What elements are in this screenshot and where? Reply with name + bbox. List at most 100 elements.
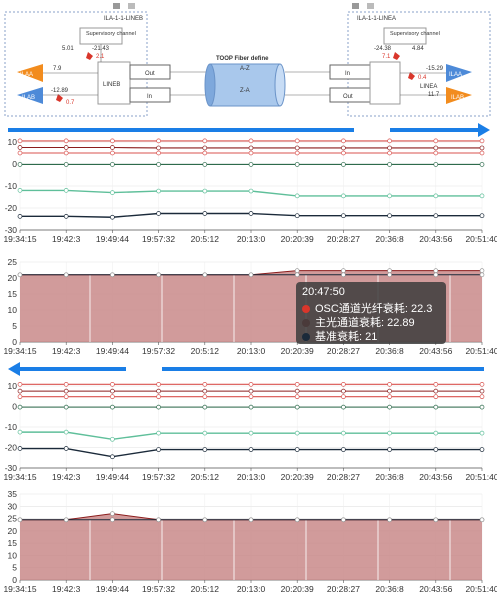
data-point[interactable]	[480, 518, 484, 522]
data-point[interactable]	[157, 139, 161, 143]
data-point[interactable]	[434, 395, 438, 399]
data-point[interactable]	[434, 431, 438, 435]
data-point[interactable]	[18, 430, 22, 434]
data-point[interactable]	[388, 273, 392, 277]
data-point[interactable]	[295, 273, 299, 277]
data-point[interactable]	[480, 431, 484, 435]
data-point[interactable]	[434, 273, 438, 277]
data-point[interactable]	[388, 194, 392, 198]
data-point[interactable]	[203, 162, 207, 166]
data-point[interactable]	[157, 189, 161, 193]
data-point[interactable]	[157, 395, 161, 399]
data-point[interactable]	[64, 389, 68, 393]
data-point[interactable]	[434, 139, 438, 143]
data-point[interactable]	[249, 139, 253, 143]
data-point[interactable]	[480, 194, 484, 198]
data-point[interactable]	[249, 151, 253, 155]
data-point[interactable]	[480, 162, 484, 166]
data-point[interactable]	[157, 405, 161, 409]
data-point[interactable]	[295, 405, 299, 409]
data-point[interactable]	[18, 405, 22, 409]
data-point[interactable]	[388, 431, 392, 435]
data-point[interactable]	[64, 151, 68, 155]
data-point[interactable]	[64, 146, 68, 150]
data-point[interactable]	[64, 214, 68, 218]
data-point[interactable]	[341, 139, 345, 143]
data-point[interactable]	[203, 389, 207, 393]
data-point[interactable]	[157, 146, 161, 150]
data-point[interactable]	[64, 430, 68, 434]
data-point[interactable]	[434, 214, 438, 218]
data-point[interactable]	[434, 382, 438, 386]
data-point[interactable]	[203, 146, 207, 150]
window-icon[interactable]	[128, 3, 135, 9]
data-point[interactable]	[480, 273, 484, 277]
data-point[interactable]	[18, 139, 22, 143]
data-point[interactable]	[341, 382, 345, 386]
data-point[interactable]	[480, 269, 484, 273]
data-point[interactable]	[110, 191, 114, 195]
data-point[interactable]	[203, 382, 207, 386]
data-point[interactable]	[64, 188, 68, 192]
data-point[interactable]	[64, 382, 68, 386]
data-point[interactable]	[203, 189, 207, 193]
data-point[interactable]	[434, 269, 438, 273]
data-point[interactable]	[249, 146, 253, 150]
data-point[interactable]	[295, 194, 299, 198]
data-point[interactable]	[18, 395, 22, 399]
data-point[interactable]	[295, 518, 299, 522]
data-point[interactable]	[341, 405, 345, 409]
data-point[interactable]	[249, 405, 253, 409]
data-point[interactable]	[18, 273, 22, 277]
data-point[interactable]	[203, 151, 207, 155]
data-point[interactable]	[388, 448, 392, 452]
data-point[interactable]	[18, 382, 22, 386]
data-point[interactable]	[64, 273, 68, 277]
data-point[interactable]	[388, 269, 392, 273]
data-point[interactable]	[249, 389, 253, 393]
data-point[interactable]	[203, 518, 207, 522]
data-point[interactable]	[249, 273, 253, 277]
data-point[interactable]	[18, 518, 22, 522]
data-point[interactable]	[110, 455, 114, 459]
data-point[interactable]	[434, 146, 438, 150]
data-point[interactable]	[480, 389, 484, 393]
data-point[interactable]	[18, 214, 22, 218]
data-point[interactable]	[64, 447, 68, 451]
data-point[interactable]	[341, 431, 345, 435]
data-point[interactable]	[341, 146, 345, 150]
data-point[interactable]	[434, 151, 438, 155]
data-point[interactable]	[388, 146, 392, 150]
data-point[interactable]	[110, 518, 114, 522]
data-point[interactable]	[18, 389, 22, 393]
data-point[interactable]	[434, 389, 438, 393]
data-point[interactable]	[480, 382, 484, 386]
data-point[interactable]	[110, 512, 114, 516]
data-point[interactable]	[480, 139, 484, 143]
data-point[interactable]	[110, 382, 114, 386]
data-point[interactable]	[480, 448, 484, 452]
data-point[interactable]	[18, 188, 22, 192]
data-point[interactable]	[110, 162, 114, 166]
data-point[interactable]	[341, 194, 345, 198]
data-point[interactable]	[110, 389, 114, 393]
data-point[interactable]	[203, 431, 207, 435]
data-point[interactable]	[388, 162, 392, 166]
data-point[interactable]	[388, 139, 392, 143]
data-point[interactable]	[295, 431, 299, 435]
data-point[interactable]	[203, 212, 207, 216]
data-point[interactable]	[249, 382, 253, 386]
data-point[interactable]	[64, 518, 68, 522]
data-point[interactable]	[157, 448, 161, 452]
data-point[interactable]	[157, 151, 161, 155]
data-point[interactable]	[203, 395, 207, 399]
data-point[interactable]	[203, 405, 207, 409]
data-point[interactable]	[157, 518, 161, 522]
data-point[interactable]	[110, 273, 114, 277]
data-point[interactable]	[341, 151, 345, 155]
data-point[interactable]	[341, 395, 345, 399]
data-point[interactable]	[388, 214, 392, 218]
data-point[interactable]	[295, 395, 299, 399]
window-icon[interactable]	[367, 3, 374, 9]
data-point[interactable]	[341, 448, 345, 452]
